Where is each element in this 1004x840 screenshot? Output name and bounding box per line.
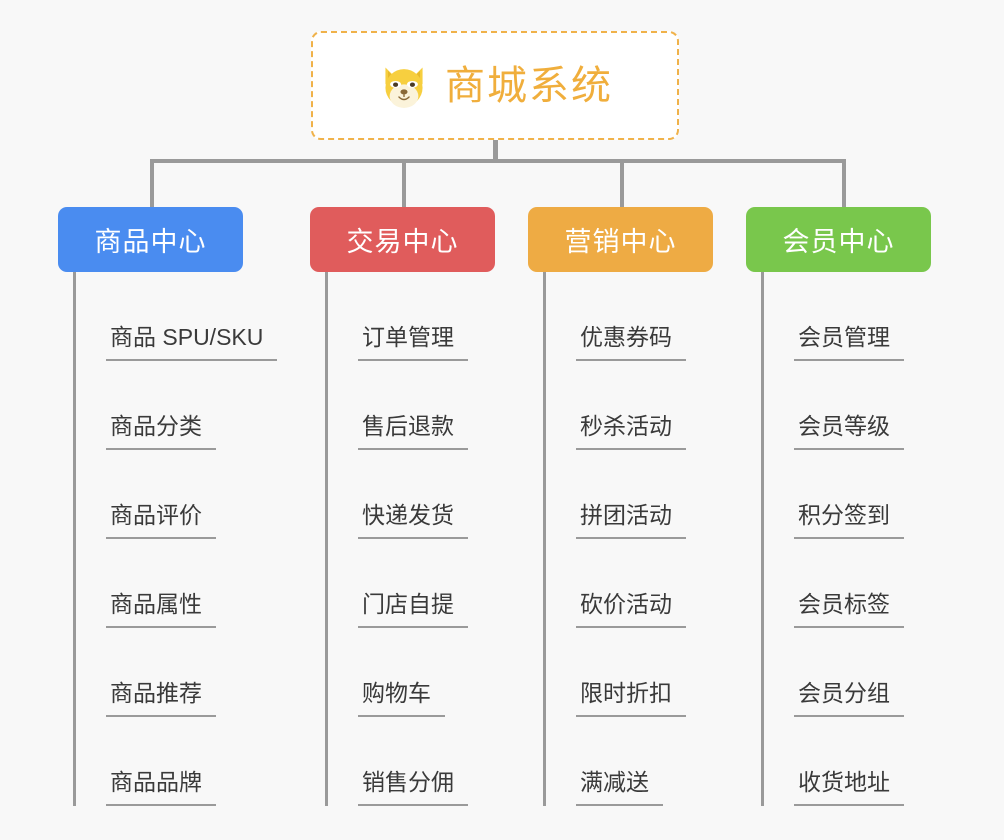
leaf-item[interactable]: 积分签到 <box>764 450 931 539</box>
leaf-item[interactable]: 秒杀活动 <box>546 361 713 450</box>
shiba-dog-icon <box>377 59 431 113</box>
root-node[interactable]: 商城系统 <box>311 31 679 140</box>
leaf-label: 商品品牌 <box>106 769 216 806</box>
branch-header-3[interactable]: 会员中心 <box>746 207 931 272</box>
leaf-item[interactable]: 会员标签 <box>764 539 931 628</box>
connector-horizontal-bus <box>150 159 846 163</box>
connector-drop-2 <box>620 159 624 209</box>
leaf-label: 积分签到 <box>794 502 904 539</box>
leaf-item[interactable]: 限时折扣 <box>546 628 713 717</box>
leaf-item[interactable]: 会员等级 <box>764 361 931 450</box>
leaf-item[interactable]: 商品分类 <box>76 361 277 450</box>
branch-header-label: 商品中心 <box>94 227 207 257</box>
branch-column-2: 营销中心 优惠券码 秒杀活动 拼团活动 砍价活动 限时折扣 满减送 <box>528 207 713 806</box>
leaf-list-2: 优惠券码 秒杀活动 拼团活动 砍价活动 限时折扣 满减送 <box>543 272 713 806</box>
branch-header-2[interactable]: 营销中心 <box>528 207 713 272</box>
branch-column-0: 商品中心 商品 SPU/SKU 商品分类 商品评价 商品属性 商品推荐 商品品牌 <box>58 207 278 806</box>
leaf-label: 商品评价 <box>106 502 216 539</box>
leaf-list-1: 订单管理 售后退款 快递发货 门店自提 购物车 销售分佣 <box>325 272 495 806</box>
connector-root-stem <box>493 140 498 163</box>
leaf-label: 售后退款 <box>358 413 468 450</box>
leaf-item[interactable]: 快递发货 <box>328 450 495 539</box>
leaf-item[interactable]: 砍价活动 <box>546 539 713 628</box>
leaf-label: 砍价活动 <box>576 591 686 628</box>
leaf-item[interactable]: 收货地址 <box>764 717 931 806</box>
leaf-label: 门店自提 <box>358 591 468 628</box>
connector-drop-1 <box>402 159 406 209</box>
leaf-label: 会员管理 <box>794 324 904 361</box>
branch-header-label: 交易中心 <box>346 227 459 257</box>
leaf-label: 秒杀活动 <box>576 413 686 450</box>
leaf-label: 商品分类 <box>106 413 216 450</box>
leaf-item[interactable]: 销售分佣 <box>328 717 495 806</box>
branch-column-1: 交易中心 订单管理 售后退款 快递发货 门店自提 购物车 销售分佣 <box>310 207 495 806</box>
leaf-item[interactable]: 商品推荐 <box>76 628 277 717</box>
leaf-label: 商品推荐 <box>106 680 216 717</box>
leaf-label: 收货地址 <box>794 769 904 806</box>
leaf-item[interactable]: 满减送 <box>546 717 713 806</box>
branch-header-0[interactable]: 商品中心 <box>58 207 243 272</box>
root-title: 商城系统 <box>445 63 613 108</box>
leaf-item[interactable]: 订单管理 <box>328 272 495 361</box>
leaf-item[interactable]: 会员管理 <box>764 272 931 361</box>
connector-drop-3 <box>842 159 846 209</box>
leaf-label: 商品 SPU/SKU <box>106 324 278 361</box>
leaf-item[interactable]: 拼团活动 <box>546 450 713 539</box>
leaf-label: 会员等级 <box>794 413 904 450</box>
leaf-label: 商品属性 <box>106 591 216 628</box>
leaf-list-0: 商品 SPU/SKU 商品分类 商品评价 商品属性 商品推荐 商品品牌 <box>73 272 278 806</box>
leaf-label: 满减送 <box>576 769 663 806</box>
leaf-label: 会员分组 <box>794 680 904 717</box>
branch-header-label: 营销中心 <box>564 227 677 257</box>
leaf-item[interactable]: 商品属性 <box>76 539 277 628</box>
branch-header-1[interactable]: 交易中心 <box>310 207 495 272</box>
branch-header-label: 会员中心 <box>782 227 895 257</box>
leaf-label: 购物车 <box>358 680 445 717</box>
leaf-label: 会员标签 <box>794 591 904 628</box>
leaf-item[interactable]: 会员分组 <box>764 628 931 717</box>
leaf-item[interactable]: 商品 SPU/SKU <box>76 272 278 361</box>
leaf-item[interactable]: 门店自提 <box>328 539 495 628</box>
leaf-item[interactable]: 优惠券码 <box>546 272 713 361</box>
leaf-list-3: 会员管理 会员等级 积分签到 会员标签 会员分组 收货地址 <box>761 272 931 806</box>
leaf-label: 拼团活动 <box>576 502 686 539</box>
leaf-label: 优惠券码 <box>576 324 686 361</box>
leaf-item[interactable]: 商品评价 <box>76 450 277 539</box>
leaf-label: 快递发货 <box>358 502 468 539</box>
leaf-label: 限时折扣 <box>576 680 686 717</box>
connector-drop-0 <box>150 159 154 209</box>
leaf-item[interactable]: 商品品牌 <box>76 717 277 806</box>
leaf-label: 订单管理 <box>358 324 468 361</box>
leaf-item[interactable]: 售后退款 <box>328 361 495 450</box>
leaf-label: 销售分佣 <box>358 769 468 806</box>
branch-column-3: 会员中心 会员管理 会员等级 积分签到 会员标签 会员分组 收货地址 <box>746 207 931 806</box>
leaf-item[interactable]: 购物车 <box>328 628 495 717</box>
